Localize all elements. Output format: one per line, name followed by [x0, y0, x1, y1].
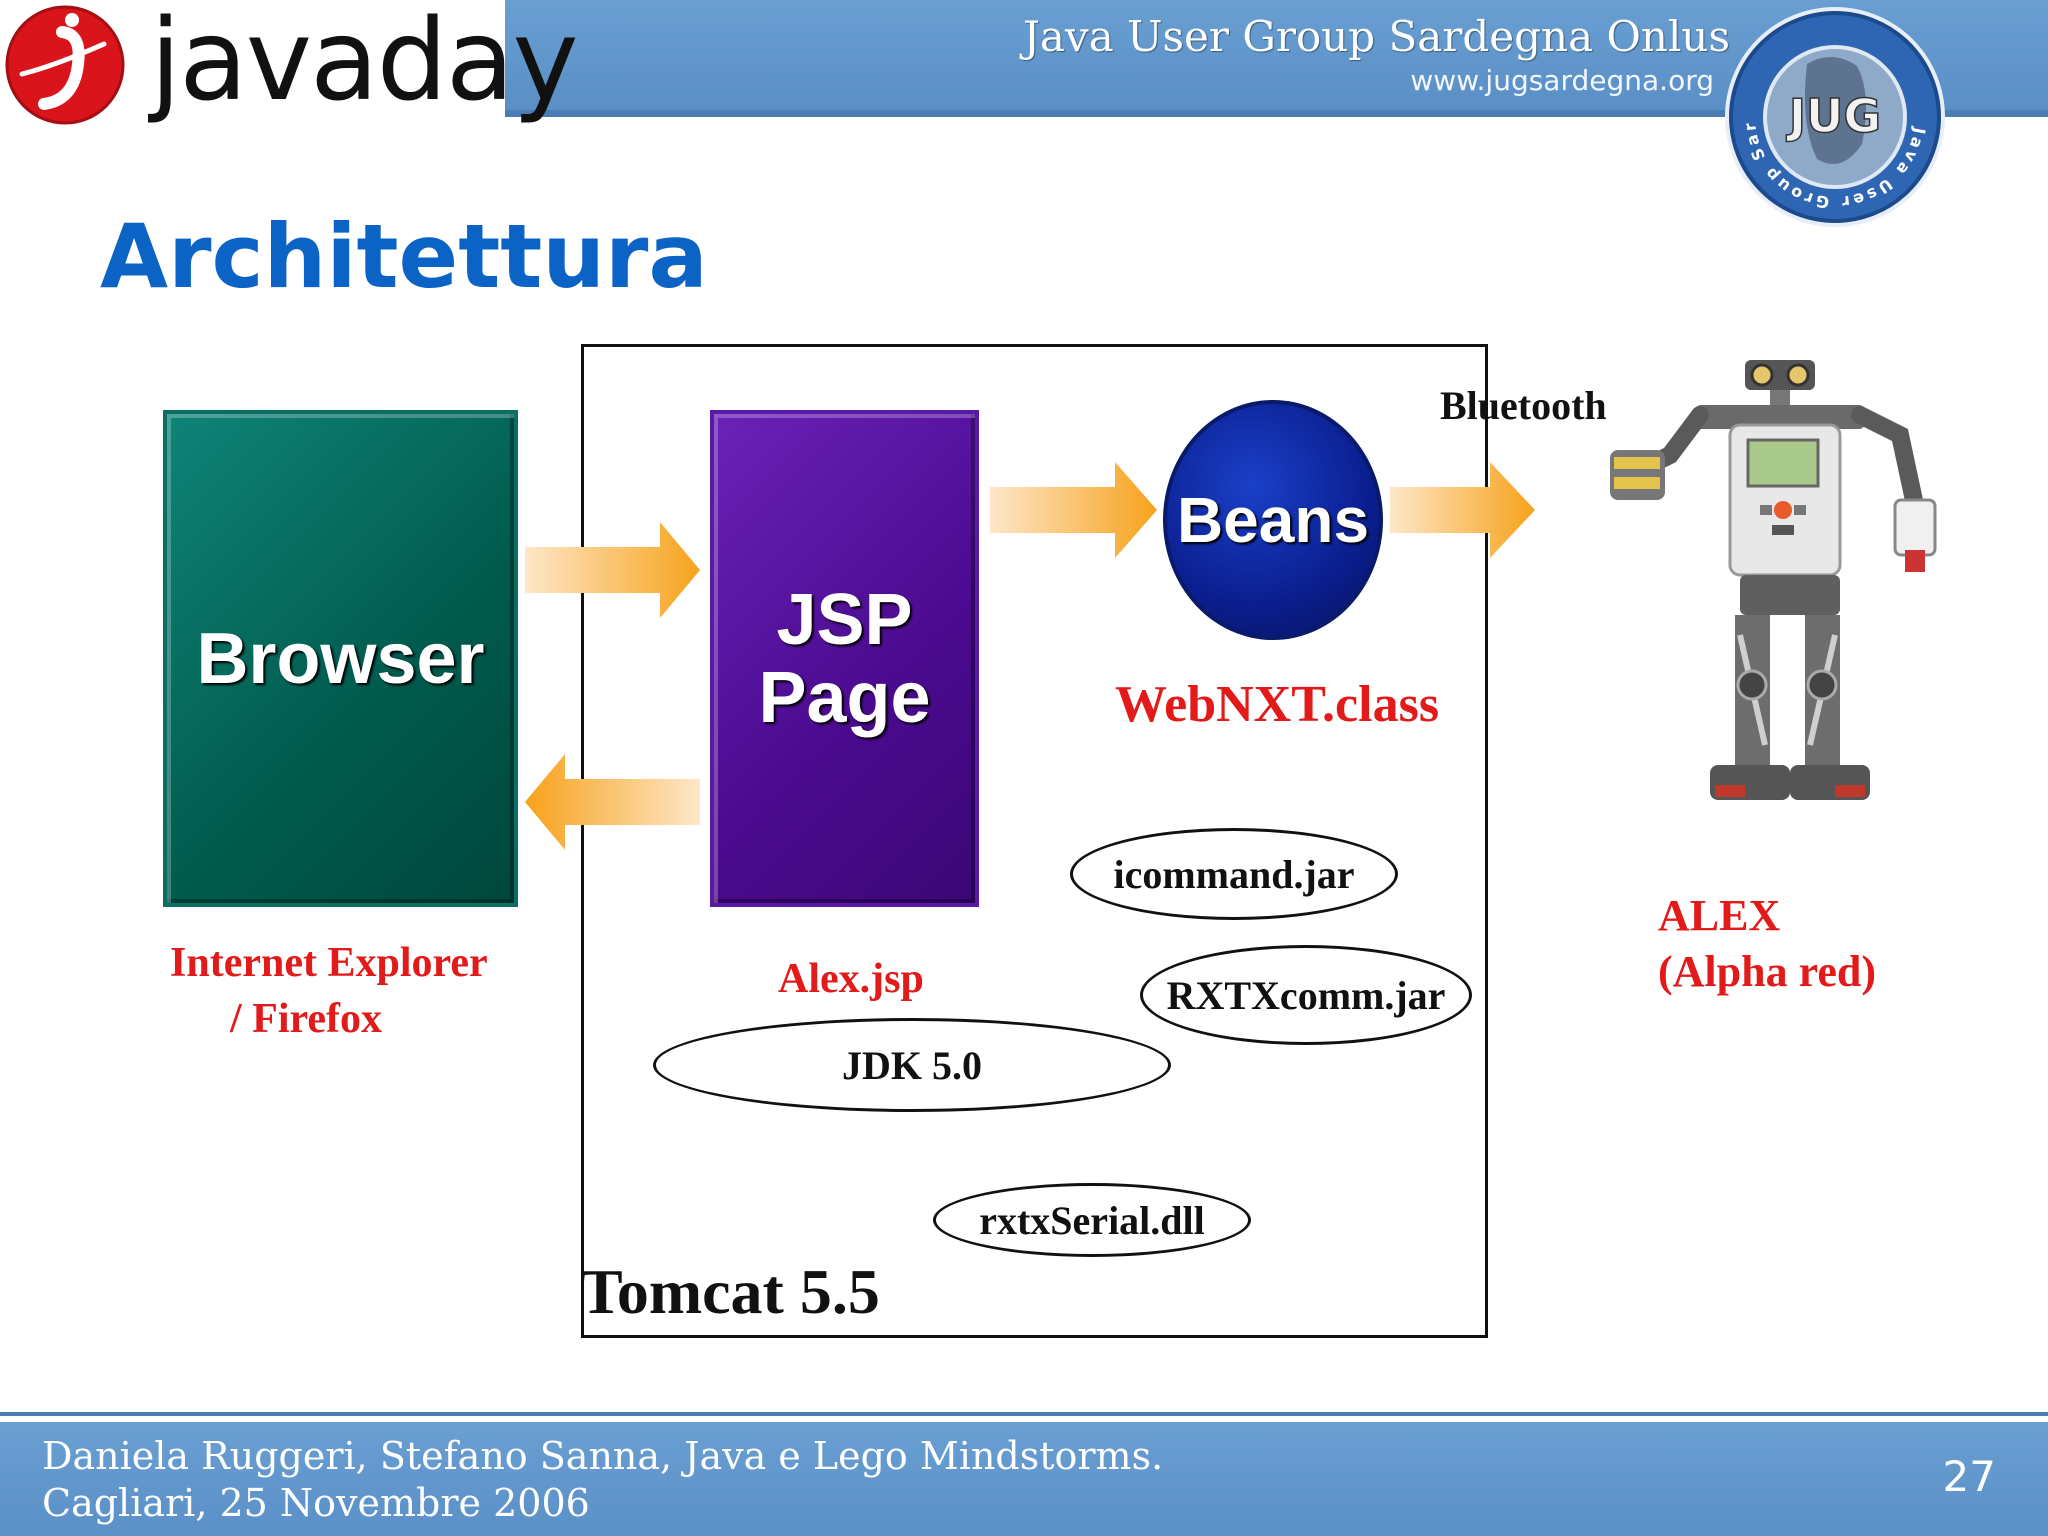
- beans-circle: Beans: [1163, 400, 1383, 640]
- bluetooth-label: Bluetooth: [1440, 383, 1607, 428]
- badge-center-text: JUG: [1786, 89, 1881, 143]
- footer-line1: Daniela Ruggeri, Stefano Sanna, Java e L…: [42, 1434, 1164, 1478]
- footer-line2: Cagliari, 25 Novembre 2006: [42, 1481, 590, 1525]
- header-divider: [500, 114, 2048, 117]
- rxtxcomm-jar-label: RXTXcomm.jar: [1166, 972, 1446, 1018]
- response-arrow: [525, 754, 700, 850]
- javaday-logo: javaday: [0, 0, 579, 128]
- jsp-label-line2: Page: [758, 657, 931, 738]
- browser-caption: Internet Explorer / Firefox: [170, 935, 488, 1047]
- browser-box: Browser: [163, 410, 518, 907]
- footer-bar: [0, 1422, 2048, 1536]
- beans-label: Beans: [1176, 484, 1370, 556]
- footer-text: Daniela Ruggeri, Stefano Sanna, Java e L…: [42, 1433, 1163, 1527]
- bluetooth-arrow: [1390, 462, 1535, 558]
- robot-caption: ALEX (Alpha red): [1658, 888, 1876, 1000]
- jdk-oval: JDK 5.0: [653, 1018, 1171, 1112]
- rxtxcomm-jar-oval: RXTXcomm.jar: [1140, 945, 1472, 1045]
- slide-title: Architettura: [100, 205, 708, 308]
- rxtxserial-dll-label: rxtxSerial.dll: [979, 1197, 1205, 1243]
- group-url: www.jugsardegna.org: [1410, 64, 1714, 97]
- beans-caption: WebNXT.class: [1115, 676, 1440, 733]
- jug-sardegna-badge-icon: Java User Group Sardegna Onlus JUG: [1722, 4, 1945, 227]
- jsp-page-box: JSP Page: [710, 410, 979, 907]
- javaday-j-icon: [5, 5, 125, 125]
- browser-label: Browser: [196, 618, 485, 699]
- group-name: Java User Group Sardegna Onlus: [1023, 12, 1730, 61]
- jdk-label: JDK 5.0: [842, 1042, 982, 1088]
- robot-subtitle: (Alpha red): [1658, 947, 1876, 996]
- jsp-to-beans-arrow: [990, 462, 1157, 558]
- browser-caption-line2: / Firefox: [230, 996, 383, 1042]
- rxtxserial-dll-oval: rxtxSerial.dll: [933, 1183, 1251, 1257]
- footer-divider: [0, 1412, 2048, 1416]
- browser-caption-line1: Internet Explorer: [170, 940, 488, 986]
- icommand-jar-label: icommand.jar: [1113, 851, 1355, 897]
- robot-name: ALEX: [1658, 891, 1781, 940]
- tomcat-label: Tomcat 5.5: [580, 1256, 880, 1327]
- javaday-logo-text: javaday: [150, 0, 579, 126]
- jsp-caption: Alex.jsp: [778, 956, 924, 1002]
- jsp-label-line1: JSP: [776, 579, 913, 660]
- request-arrow: [525, 522, 700, 618]
- nxt-robot-icon: [1610, 360, 1937, 800]
- icommand-jar-oval: icommand.jar: [1070, 828, 1398, 920]
- page-number: 27: [1942, 1452, 1996, 1501]
